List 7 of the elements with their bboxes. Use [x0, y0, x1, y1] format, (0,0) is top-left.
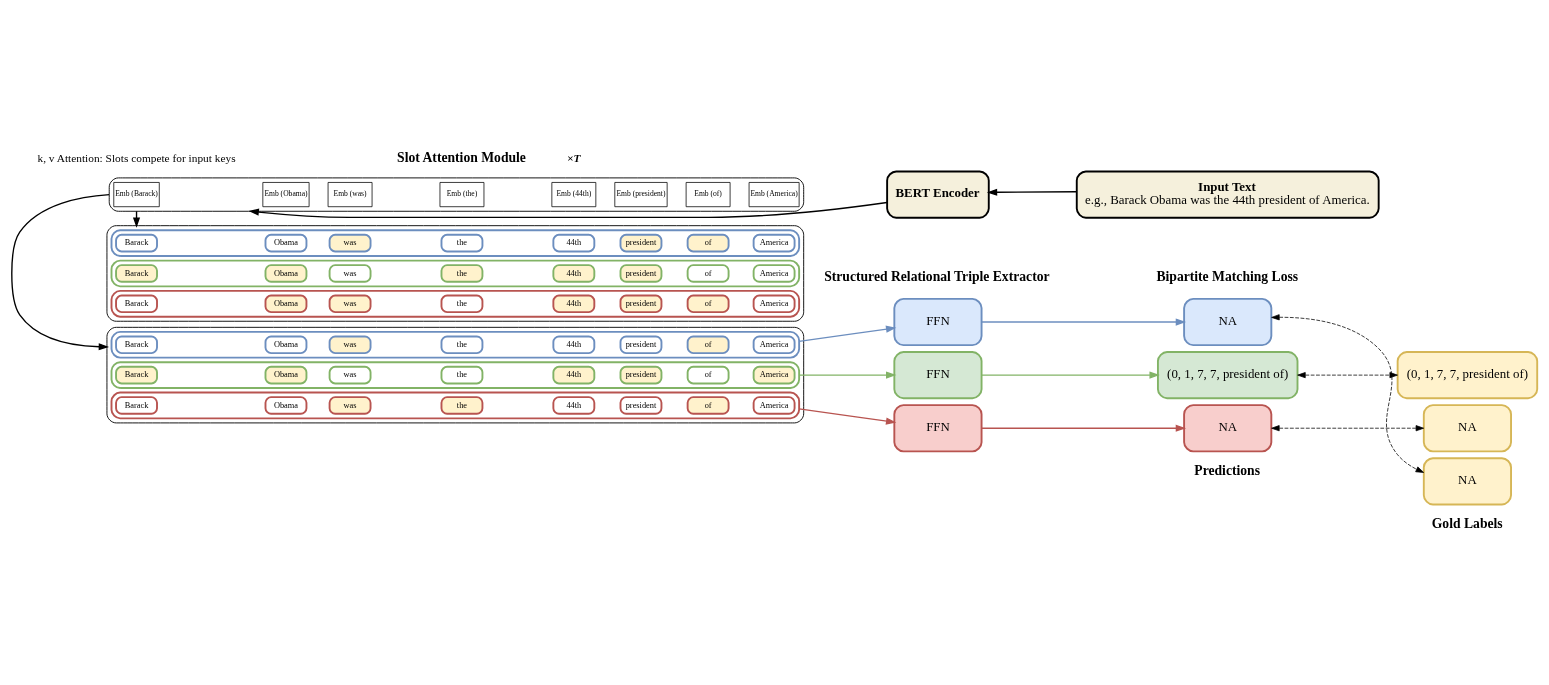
label: k, v Attention: Slots compete for input keys: [37, 152, 236, 165]
label: Gold Labels: [1431, 515, 1503, 531]
label: Predictions: [1194, 462, 1261, 478]
label: Slot Attention Module: [397, 150, 526, 166]
label: Bipartite Matching Loss: [1156, 268, 1299, 284]
label: ×T: [567, 151, 581, 164]
label: Structured Relational Triple Extractor: [824, 268, 1050, 284]
